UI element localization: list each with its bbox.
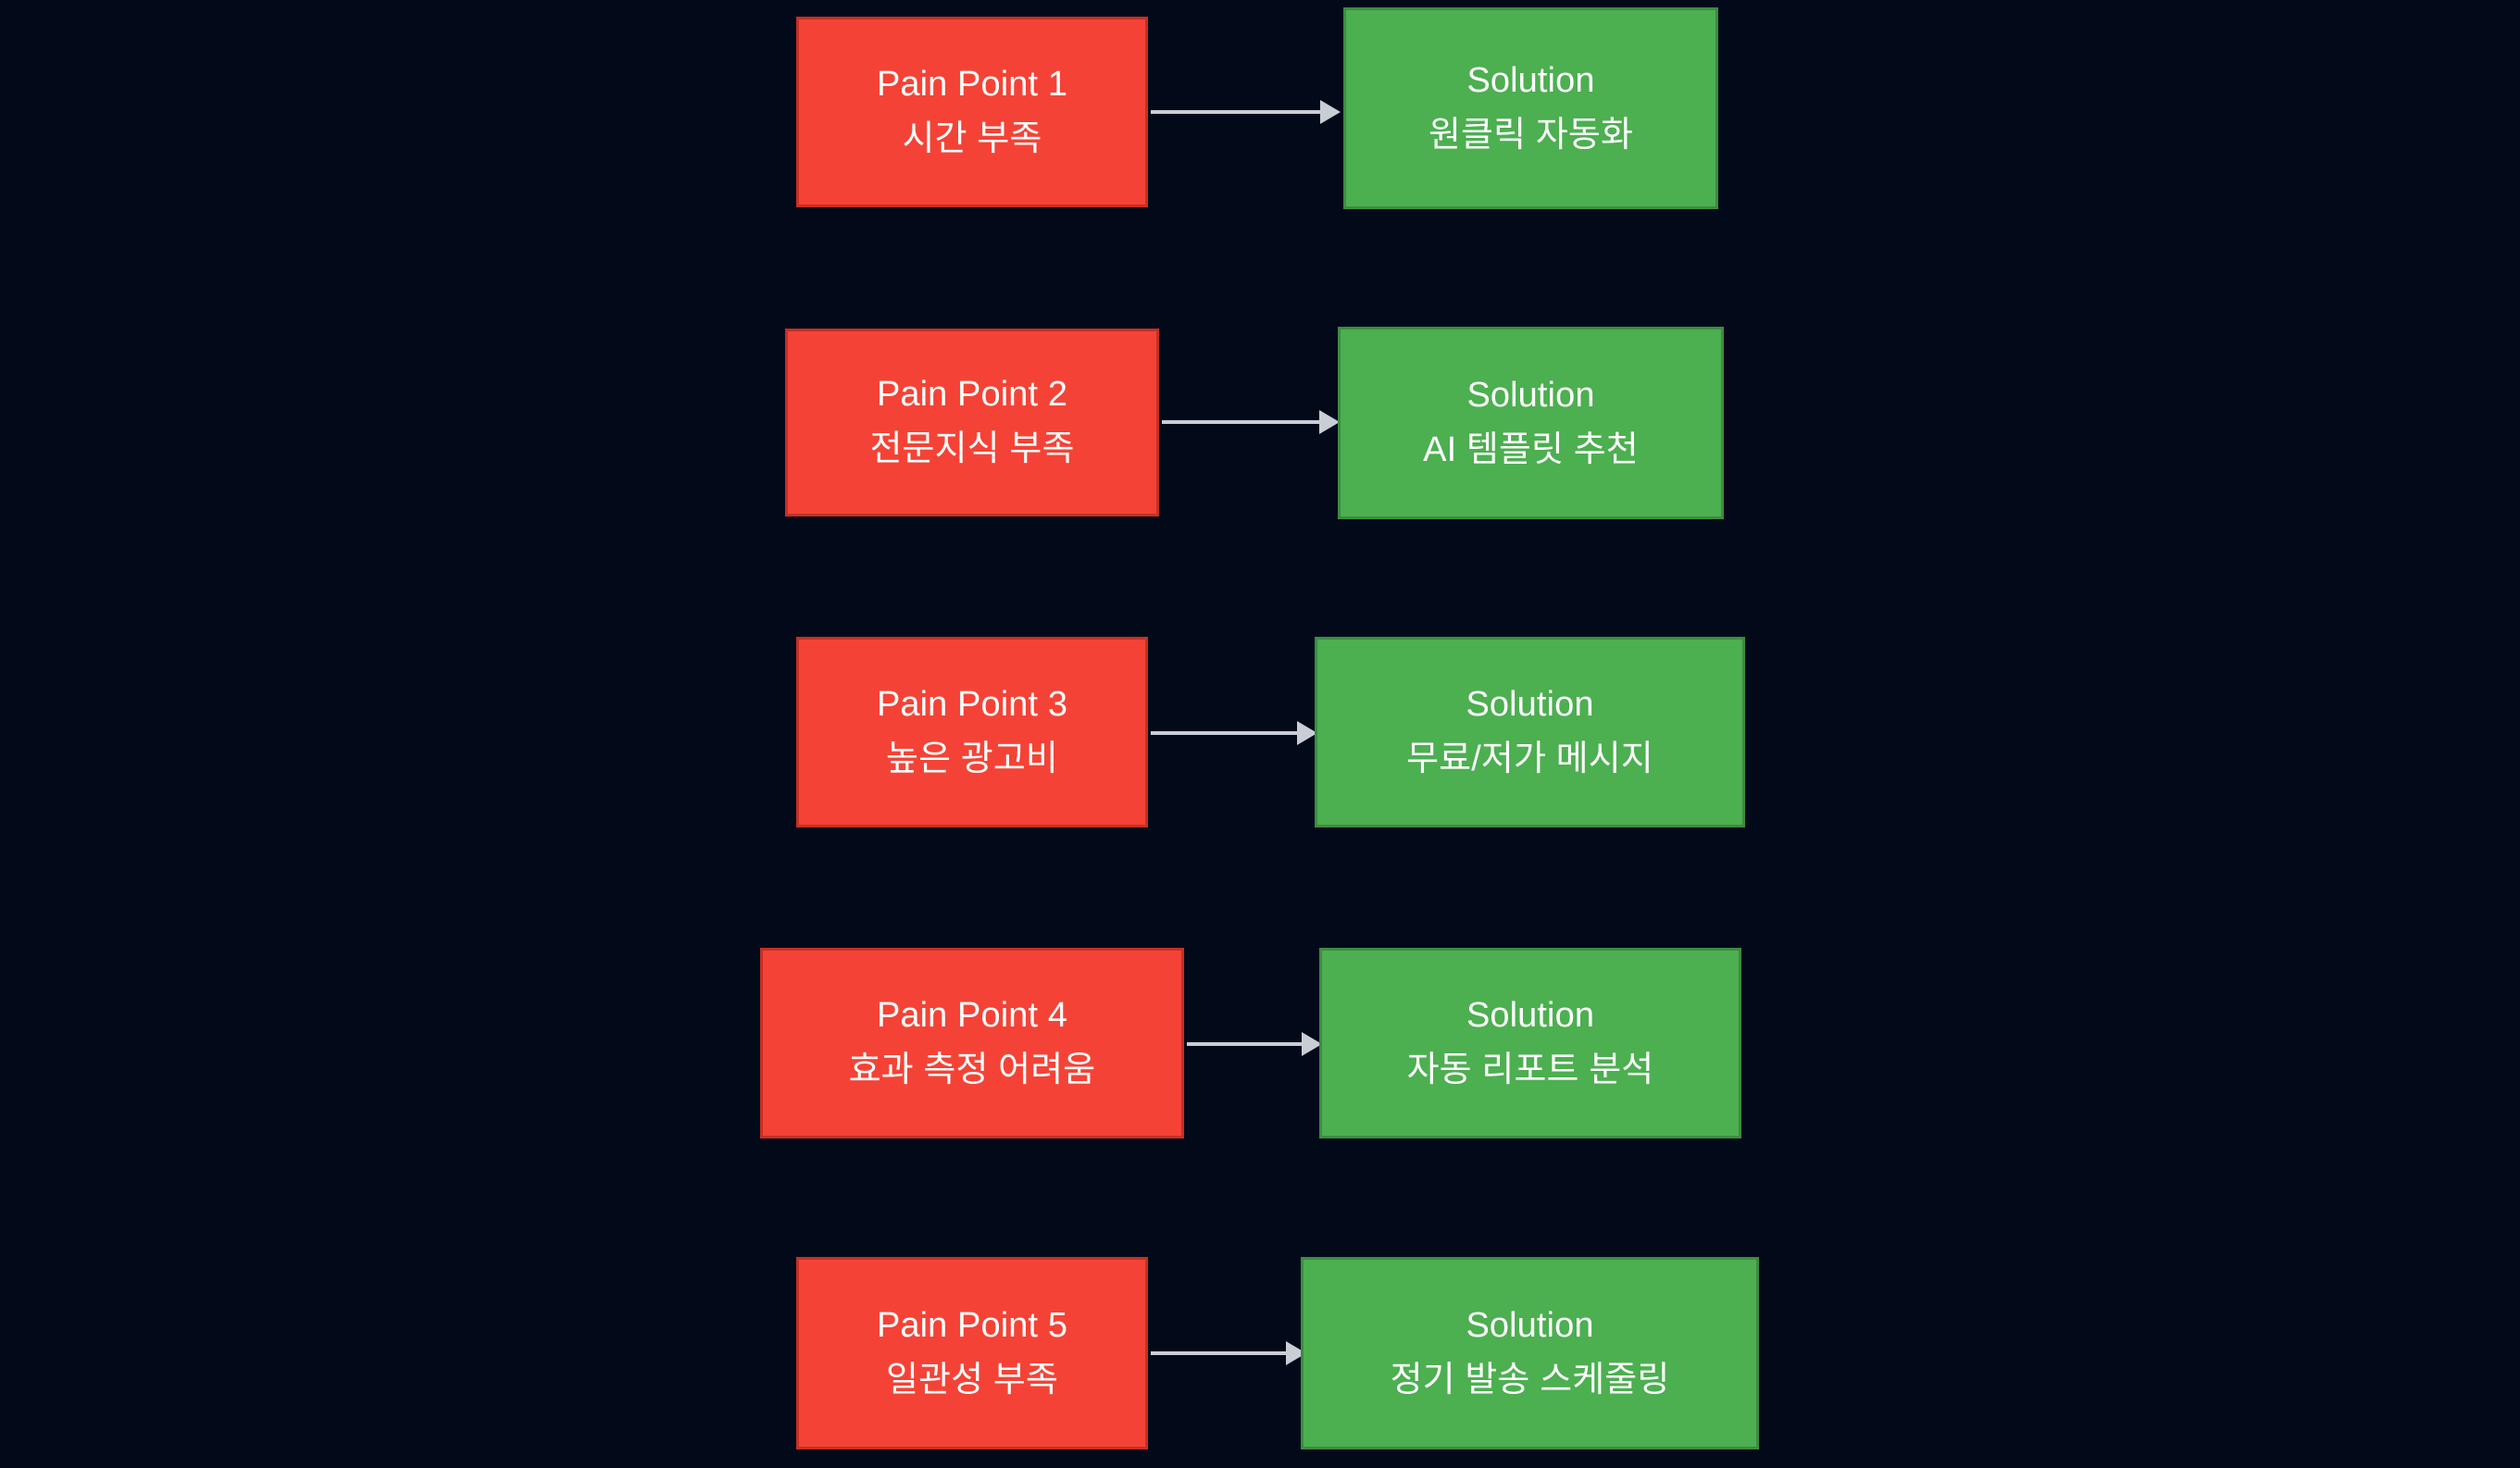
solution-node-1-subtitle: 원클릭 자동화: [1428, 115, 1634, 155]
solution-node-5[interactable]: Solution 정기 발송 스케줄링: [1301, 1257, 1759, 1449]
pain-point-node-2-title: Pain Point 2: [876, 375, 1068, 415]
solution-node-3-title: Solution: [1466, 684, 1594, 724]
pain-point-node-3-title: Pain Point 3: [876, 684, 1068, 724]
flow-pair-3: Pain Point 3 높은 광고비 Solution 무료/저가 메시지: [0, 0, 2520, 827]
solution-node-2-subtitle: AI 템플릿 추천: [1423, 429, 1639, 469]
pain-point-node-5-title: Pain Point 5: [876, 1305, 1068, 1345]
arrow-pain-5-to-solution-5: [1151, 1341, 1306, 1365]
solution-node-3-subtitle: 무료/저가 메시지: [1406, 739, 1653, 778]
pain-point-node-5[interactable]: Pain Point 5 일관성 부족: [796, 1257, 1148, 1449]
arrow-pain-4-to-solution-4: [1187, 1032, 1322, 1056]
arrow-head-icon: [1319, 410, 1340, 434]
solution-node-5-title: Solution: [1466, 1305, 1594, 1345]
arrow-line-icon: [1151, 731, 1297, 735]
solution-node-4-title: Solution: [1466, 995, 1595, 1035]
arrow-line-icon: [1151, 110, 1320, 114]
pain-point-node-2-subtitle: 전문지식 부족: [869, 429, 1075, 468]
pain-point-node-4-title: Pain Point 4: [876, 995, 1068, 1035]
pain-point-node-5-subtitle: 일관성 부족: [886, 1360, 1058, 1400]
arrow-line-icon: [1162, 420, 1319, 424]
solution-node-2-title: Solution: [1466, 375, 1595, 415]
arrow-head-icon: [1302, 1032, 1322, 1056]
flow-pair-1: Pain Point 1 시간 부족 Solution 원클릭 자동화: [0, 0, 2520, 222]
solution-node-4[interactable]: Solution 자동 리포트 분석: [1319, 948, 1741, 1138]
pain-point-node-3[interactable]: Pain Point 3 높은 광고비: [796, 637, 1148, 827]
solution-node-1-title: Solution: [1466, 60, 1595, 100]
solution-node-5-subtitle: 정기 발송 스케줄링: [1390, 1360, 1670, 1400]
flow-pair-2: Pain Point 2 전문지식 부족 Solution AI 템플릿 추천: [0, 0, 2520, 519]
arrow-pain-3-to-solution-3: [1151, 721, 1317, 745]
pain-point-node-3-subtitle: 높은 광고비: [886, 739, 1058, 778]
arrow-line-icon: [1151, 1351, 1286, 1355]
solution-node-4-subtitle: 자동 리포트 분석: [1406, 1050, 1654, 1089]
solution-node-1[interactable]: Solution 원클릭 자동화: [1343, 7, 1718, 209]
arrow-line-icon: [1187, 1042, 1302, 1046]
pain-point-node-4[interactable]: Pain Point 4 효과 측정 어려움: [760, 948, 1184, 1138]
arrow-head-icon: [1297, 721, 1317, 745]
arrow-pain-2-to-solution-2: [1162, 410, 1340, 434]
pain-point-node-4-subtitle: 효과 측정 어려움: [848, 1050, 1096, 1089]
pain-point-node-1-subtitle: 시간 부족: [902, 118, 1042, 158]
solution-node-2[interactable]: Solution AI 템플릿 추천: [1338, 327, 1724, 519]
arrow-head-icon: [1320, 100, 1341, 124]
arrow-pain-1-to-solution-1: [1151, 100, 1341, 124]
pain-point-node-2[interactable]: Pain Point 2 전문지식 부족: [785, 329, 1159, 516]
pain-point-node-1[interactable]: Pain Point 1 시간 부족: [796, 17, 1148, 207]
pain-point-node-1-title: Pain Point 1: [876, 64, 1068, 104]
solution-node-3[interactable]: Solution 무료/저가 메시지: [1315, 637, 1745, 827]
flow-pair-4: Pain Point 4 효과 측정 어려움 Solution 자동 리포트 분…: [0, 0, 2520, 1138]
